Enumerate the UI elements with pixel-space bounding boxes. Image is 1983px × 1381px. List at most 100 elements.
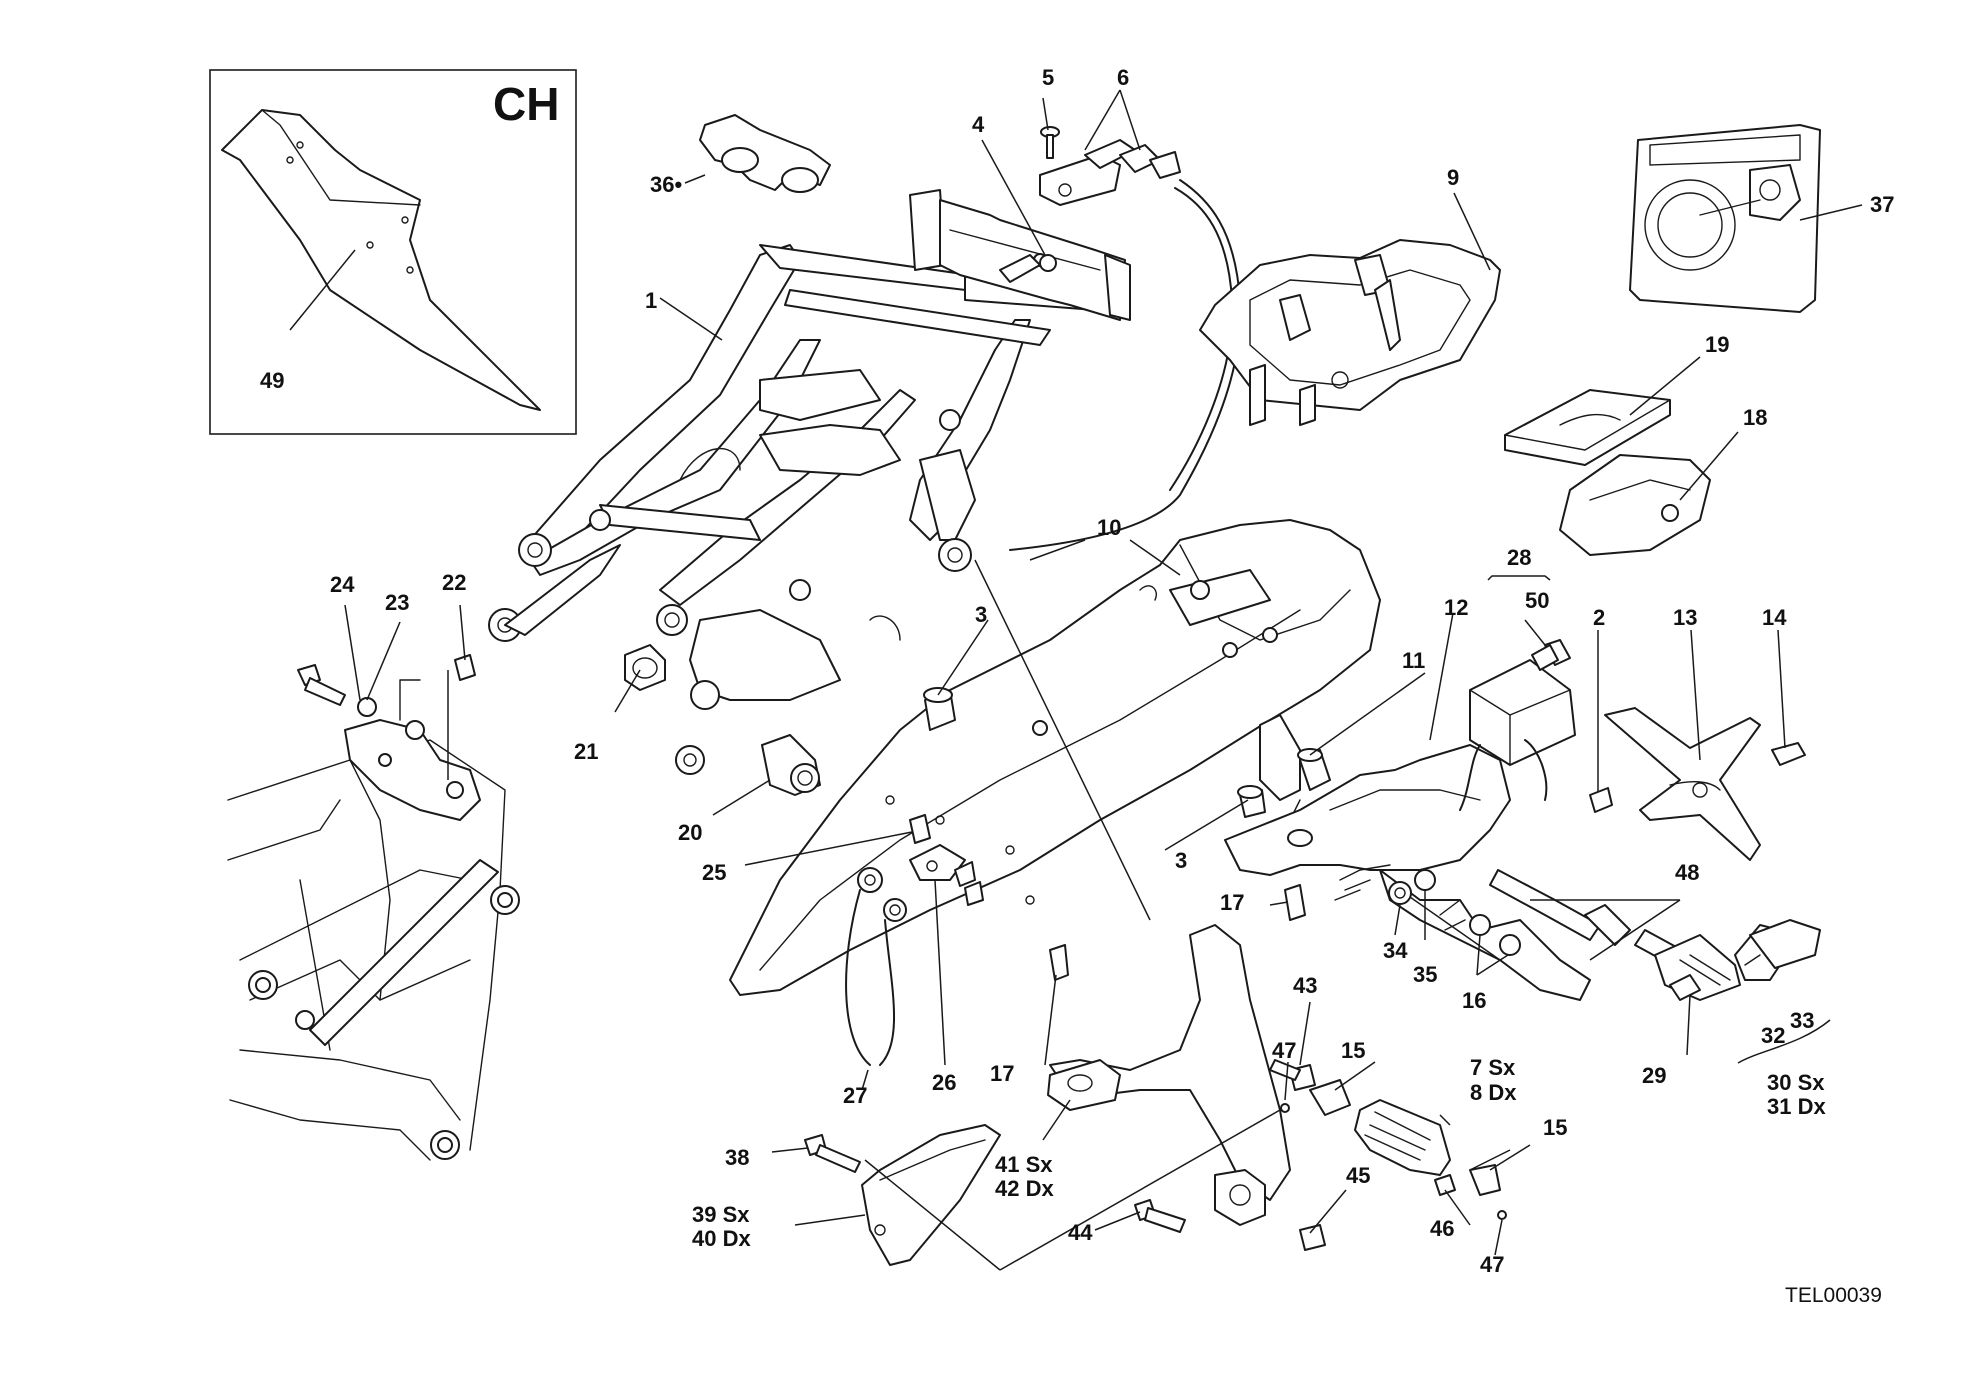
part-28-module	[1459, 639, 1576, 811]
part-24-bolt	[297, 664, 346, 706]
part-15-bushes	[1309, 1079, 1501, 1196]
part-26-bracket	[909, 844, 984, 906]
part-9-battery-tray	[1199, 239, 1501, 426]
label-20: 20	[678, 820, 702, 845]
label-7-sx: 7 Sx	[1470, 1055, 1516, 1080]
label-27: 27	[843, 1083, 867, 1108]
wiring-harness	[1334, 864, 1466, 931]
part-39-40-heel-guard	[861, 1124, 1001, 1266]
part-45-clip	[1299, 1224, 1326, 1251]
label-5: 5	[1042, 65, 1054, 90]
part-44-bolt	[1134, 1199, 1186, 1233]
label-50: 50	[1525, 588, 1549, 613]
part-3-grommet-lower	[1237, 785, 1266, 818]
label-6: 6	[1117, 65, 1129, 90]
label-29: 29	[1642, 1063, 1666, 1088]
label-25: 25	[702, 860, 726, 885]
label-42-dx: 42 Dx	[995, 1176, 1054, 1201]
part-14-screw	[1771, 742, 1806, 766]
label-40-dx: 40 Dx	[692, 1226, 751, 1251]
part-11-grommet	[1297, 748, 1331, 791]
part-5-screw	[1040, 126, 1060, 159]
label-15-lower: 15	[1543, 1115, 1567, 1140]
label-18: 18	[1743, 405, 1767, 430]
part-41-42-footpeg-hanger	[1047, 924, 1291, 1226]
part-6-latch	[1009, 139, 1242, 551]
label-33: 33	[1790, 1008, 1814, 1033]
leader-lines	[344, 89, 1863, 1271]
label-24: 24	[330, 572, 355, 597]
part-29-washer	[1669, 974, 1701, 1001]
main-frame-section	[227, 679, 520, 1161]
label-8-dx: 8 Dx	[1470, 1080, 1517, 1105]
part-36-clamp	[699, 114, 831, 193]
label-38: 38	[725, 1145, 749, 1170]
label-39-sx: 39 Sx	[692, 1202, 750, 1227]
label-35: 35	[1413, 962, 1437, 987]
label-32: 32	[1761, 1023, 1785, 1048]
label-12: 12	[1444, 595, 1468, 620]
label-45: 45	[1346, 1163, 1370, 1188]
inset-ch: CH	[209, 69, 577, 435]
label-9: 9	[1447, 165, 1459, 190]
part-10-undertray	[729, 519, 1381, 996]
label-3-lower: 3	[1175, 848, 1187, 873]
part-21-bush	[624, 644, 666, 691]
label-46: 46	[1430, 1216, 1454, 1241]
part-32-33-turn-signal-lens	[1744, 919, 1821, 969]
label-13: 13	[1673, 605, 1697, 630]
label-41-sx: 41 Sx	[995, 1152, 1053, 1177]
part-4-fastener	[1039, 254, 1057, 272]
label-31-dx: 31 Dx	[1767, 1094, 1826, 1119]
label-30-sx: 30 Sx	[1767, 1070, 1825, 1095]
label-37: 37	[1870, 192, 1894, 217]
label-1: 1	[645, 288, 657, 313]
label-34: 34	[1383, 938, 1408, 963]
part-7-8-footpeg	[1354, 1099, 1451, 1176]
part-49-plate	[221, 109, 541, 411]
part-47-clips	[1280, 1103, 1507, 1220]
part-43-bolt	[1269, 1059, 1316, 1091]
part-19-manual	[1504, 389, 1671, 466]
part-16-nuts	[1469, 914, 1521, 956]
part-12-tail-bracket	[1224, 714, 1591, 1001]
label-36: 36•	[650, 172, 682, 197]
label-3-upper: 3	[975, 602, 987, 627]
part-20-mount	[761, 734, 821, 796]
part-18-toolkit	[1559, 454, 1711, 556]
label-19: 19	[1705, 332, 1729, 357]
drawing-reference: TEL00039	[1785, 1284, 1882, 1307]
label-23: 23	[385, 590, 409, 615]
part-27-ground-strap	[845, 867, 907, 1066]
part-35-nut	[1414, 869, 1436, 891]
part-13-plate-bracket	[1604, 707, 1761, 861]
part-46-pin	[1434, 1174, 1456, 1196]
label-28: 28	[1507, 545, 1531, 570]
label-47-upper: 47	[1272, 1038, 1296, 1063]
part-37-rear-cover	[1629, 124, 1821, 313]
label-48: 48	[1675, 860, 1699, 885]
part-23-washer	[357, 697, 377, 717]
label-43: 43	[1293, 973, 1317, 998]
part-38-bolt	[804, 1134, 861, 1173]
label-15-upper: 15	[1341, 1038, 1365, 1063]
part-50-screw	[1531, 644, 1559, 671]
label-21: 21	[574, 739, 598, 764]
label-11: 11	[1402, 648, 1425, 673]
label-22: 22	[442, 570, 466, 595]
label-17-upper: 17	[1220, 890, 1244, 915]
label-17-lower: 17	[990, 1061, 1014, 1086]
inset-tag: CH	[493, 78, 559, 130]
part-2-grommet	[1589, 787, 1613, 813]
label-4: 4	[972, 112, 985, 137]
label-16: 16	[1462, 988, 1486, 1013]
label-44: 44	[1068, 1220, 1093, 1245]
label-10: 10	[1097, 515, 1121, 540]
label-49: 49	[260, 368, 284, 393]
part-labels: 1 2 3 3 4 5 6 7 Sx 8 Dx 9 10 11 12 13 14…	[260, 65, 1894, 1277]
label-26: 26	[932, 1070, 956, 1095]
label-47-lower: 47	[1480, 1252, 1504, 1277]
part-3-grommet-upper	[923, 687, 956, 731]
rear-subframe	[488, 189, 1131, 775]
